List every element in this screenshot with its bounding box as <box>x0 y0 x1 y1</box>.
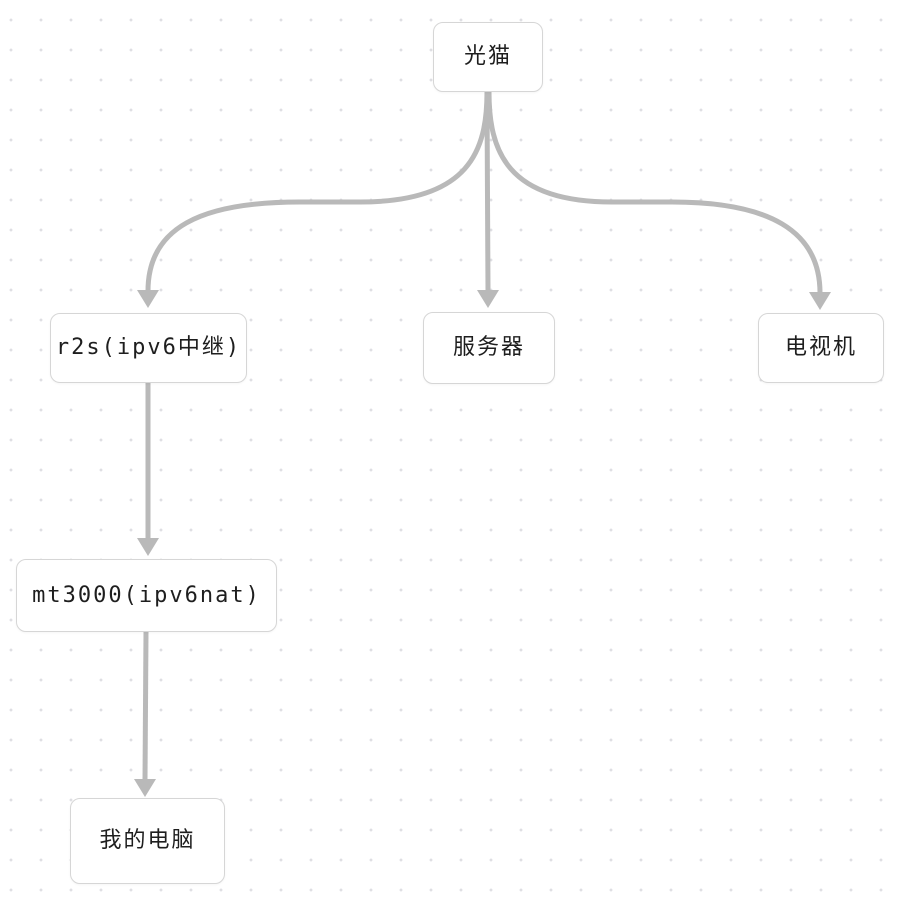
edge-modem-to-tv <box>486 91 831 310</box>
edge-mt3000-to-my-computer <box>134 631 156 797</box>
node-modem: 光猫 <box>433 22 543 92</box>
node-modem-label: 光猫 <box>463 44 512 69</box>
edge-r2s-to-mt3000 <box>137 383 159 556</box>
node-server-label: 服务器 <box>452 335 525 360</box>
node-tv: 电视机 <box>758 313 884 383</box>
arrowhead-down-icon <box>809 292 831 310</box>
arrowhead-down-icon <box>137 290 159 308</box>
edge-line <box>484 91 491 292</box>
node-my-computer-label: 我的电脑 <box>99 828 196 853</box>
node-tv-label: 电视机 <box>784 335 857 360</box>
node-server: 服务器 <box>423 312 555 384</box>
node-my-computer: 我的电脑 <box>70 798 225 884</box>
edge-line <box>486 91 823 294</box>
edge-line <box>145 91 490 292</box>
edge-modem-to-r2s <box>137 91 490 308</box>
arrowhead-down-icon <box>477 290 499 308</box>
arrowhead-down-icon <box>137 538 159 556</box>
node-mt3000: mt3000(ipv6nat) <box>16 559 277 632</box>
node-r2s-label: r2s(ipv6中继) <box>55 335 242 360</box>
edge-line <box>142 631 149 781</box>
edge-modem-to-server <box>477 91 499 308</box>
node-r2s: r2s(ipv6中继) <box>50 313 247 383</box>
arrowhead-down-icon <box>134 779 156 797</box>
node-mt3000-label: mt3000(ipv6nat) <box>32 582 261 608</box>
